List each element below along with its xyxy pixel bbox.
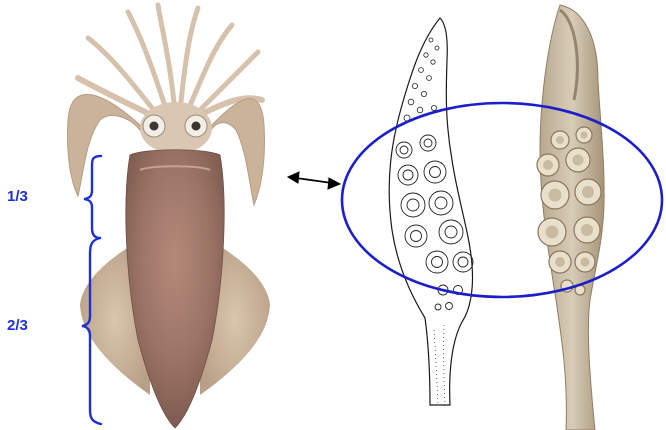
tentacle-club-photo [537,5,604,430]
brace-upper [84,156,101,238]
ratio-label-lower: 2/3 [7,317,28,334]
tentacle-club-drawing [389,18,473,405]
double-arrow [288,172,340,189]
ratio-label-upper: 1/3 [7,188,28,205]
squid-photo [67,5,270,428]
